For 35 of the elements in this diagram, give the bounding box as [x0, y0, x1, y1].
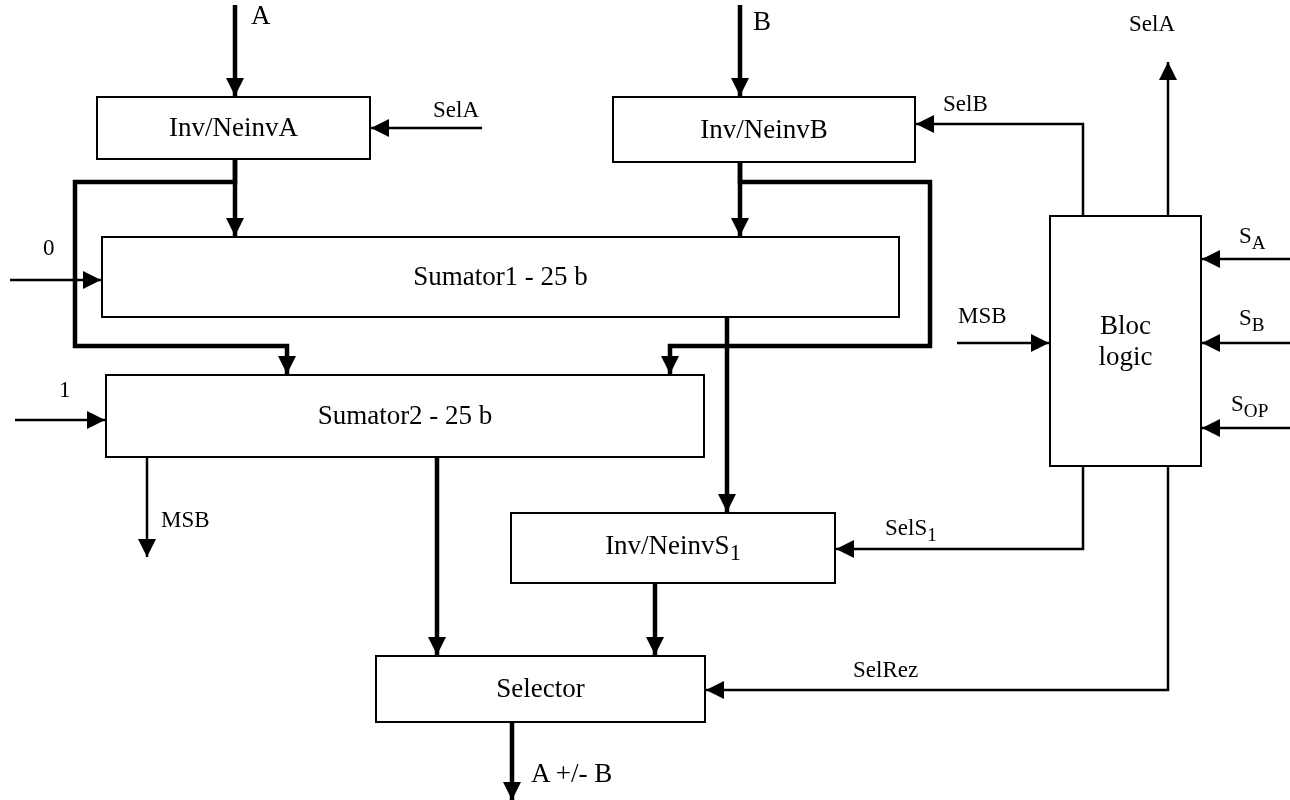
block-label: Sumator2 - 25 b — [317, 400, 493, 432]
arrow — [916, 115, 1085, 215]
arrow — [72, 160, 296, 374]
block-label: Selector — [496, 673, 585, 705]
arrow — [1159, 62, 1177, 215]
block-box — [105, 374, 705, 458]
arrow — [10, 271, 101, 289]
block-box — [375, 655, 706, 723]
arrow — [718, 318, 736, 512]
arrow — [428, 458, 446, 655]
arrow — [706, 467, 1170, 699]
block-label: Bloc logic — [1097, 309, 1154, 373]
block-box — [510, 512, 836, 584]
arrow — [661, 163, 933, 374]
block-label: Inv/NeinvA — [169, 112, 298, 144]
block-label: Inv/NeinvB — [700, 113, 828, 145]
block-label: Sumator1 - 25 b — [413, 261, 588, 293]
block-box — [612, 96, 916, 163]
block-box — [101, 236, 900, 318]
arrow — [957, 334, 1049, 352]
block-label: Inv/NeinvS$_{1}$ — [605, 529, 741, 567]
arrow — [15, 411, 105, 429]
arrow — [1202, 250, 1290, 268]
arrow — [1202, 334, 1290, 352]
arrow — [371, 119, 482, 137]
arrow — [836, 467, 1085, 558]
arrow — [503, 723, 521, 800]
block-box — [1049, 215, 1202, 467]
arrow — [646, 584, 664, 655]
arrow — [1202, 419, 1290, 437]
arrow — [138, 458, 156, 557]
arrow — [226, 5, 244, 96]
block-box — [96, 96, 371, 160]
signal-label: SelS$_{1}$ — [884, 516, 938, 544]
arrow — [731, 5, 749, 96]
